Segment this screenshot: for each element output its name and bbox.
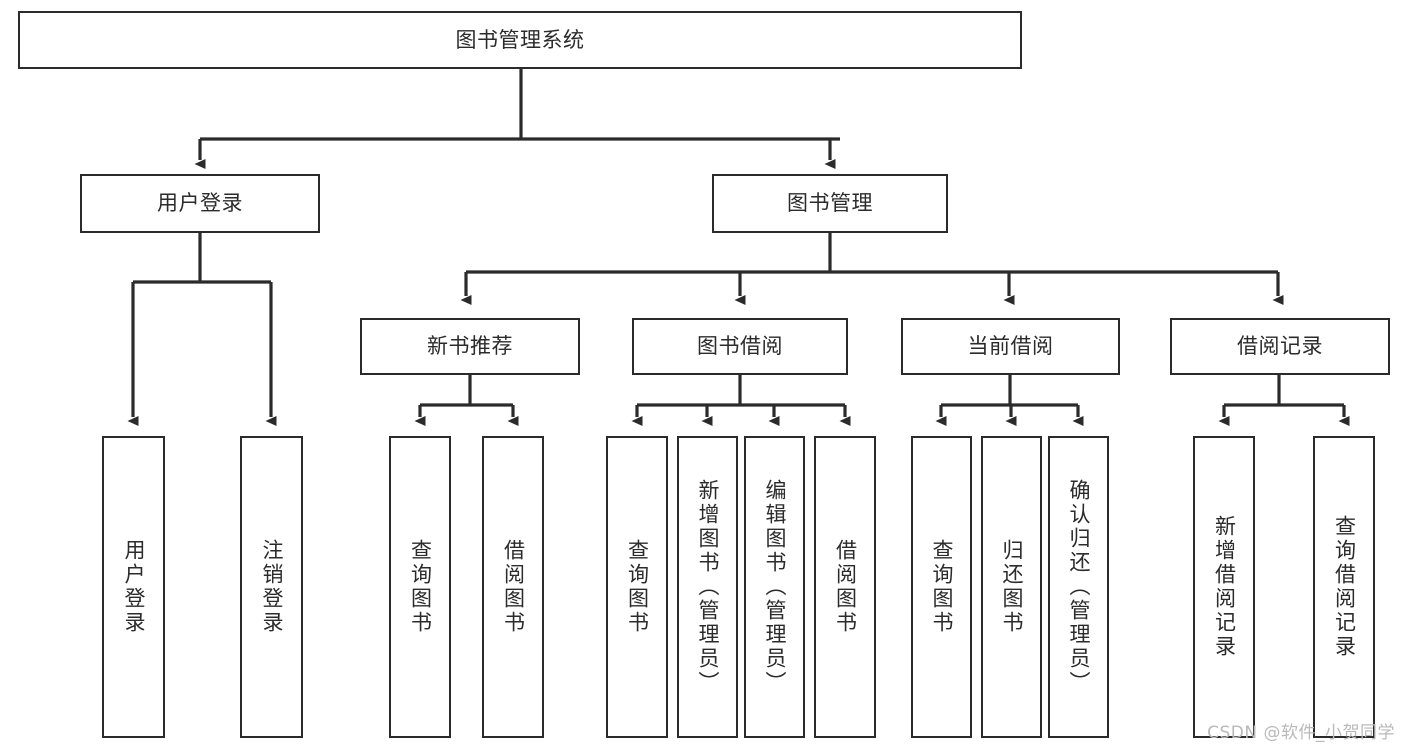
node-leaf-confirm-return-label: 确认归还（管理员） [1067, 479, 1091, 695]
node-leaf-user-login[interactable]: 用户登录 [102, 436, 165, 738]
node-leaf-query-book-3[interactable]: 查询图书 [911, 436, 972, 738]
node-book-borrow-label: 图书借阅 [697, 334, 783, 359]
node-leaf-confirm-return[interactable]: 确认归还（管理员） [1048, 436, 1109, 738]
node-leaf-borrow-book-2-label: 借阅图书 [833, 539, 858, 635]
watermark-text: CSDN @软件_小贺同学 [1207, 723, 1395, 743]
node-leaf-query-record[interactable]: 查询借阅记录 [1313, 436, 1375, 738]
node-leaf-add-record[interactable]: 新增借阅记录 [1193, 436, 1255, 738]
node-leaf-return-book[interactable]: 归还图书 [981, 436, 1042, 738]
node-leaf-add-record-label: 新增借阅记录 [1212, 515, 1237, 659]
node-leaf-user-logout[interactable]: 注销登录 [240, 436, 303, 738]
node-leaf-query-book-3-label: 查询图书 [930, 539, 954, 635]
node-book-borrow[interactable]: 图书借阅 [632, 318, 848, 375]
node-root-label: 图书管理系统 [455, 27, 585, 52]
node-borrow-record-label: 借阅记录 [1237, 334, 1323, 359]
node-leaf-user-logout-label: 注销登录 [260, 539, 284, 635]
node-leaf-edit-book-label: 编辑图书（管理员） [763, 479, 787, 695]
node-leaf-user-login-label: 用户登录 [122, 539, 146, 635]
node-root[interactable]: 图书管理系统 [18, 11, 1022, 69]
node-leaf-borrow-book-1-label: 借阅图书 [501, 539, 526, 635]
node-borrow-record[interactable]: 借阅记录 [1170, 318, 1390, 375]
node-current-borrow-label: 当前借阅 [967, 334, 1054, 359]
node-user-login-label: 用户登录 [157, 191, 243, 216]
node-leaf-query-book-1-label: 查询图书 [408, 539, 433, 635]
node-book-manage[interactable]: 图书管理 [712, 174, 948, 233]
node-leaf-add-book[interactable]: 新增图书（管理员） [677, 436, 738, 738]
node-leaf-query-book-2[interactable]: 查询图书 [606, 436, 668, 738]
node-leaf-return-book-label: 归还图书 [1000, 539, 1024, 635]
node-new-book-rec[interactable]: 新书推荐 [360, 318, 580, 375]
node-leaf-query-book-1[interactable]: 查询图书 [389, 436, 451, 738]
node-leaf-query-book-2-label: 查询图书 [625, 539, 650, 635]
node-new-book-rec-label: 新书推荐 [427, 334, 513, 359]
node-leaf-edit-book[interactable]: 编辑图书（管理员） [744, 436, 805, 738]
node-leaf-borrow-book-2[interactable]: 借阅图书 [814, 436, 876, 738]
node-leaf-borrow-book-1[interactable]: 借阅图书 [482, 436, 544, 738]
node-user-login[interactable]: 用户登录 [80, 174, 320, 233]
node-leaf-query-record-label: 查询借阅记录 [1332, 515, 1357, 659]
node-current-borrow[interactable]: 当前借阅 [901, 318, 1120, 375]
node-leaf-add-book-label: 新增图书（管理员） [696, 479, 720, 695]
node-book-manage-label: 图书管理 [787, 191, 873, 216]
